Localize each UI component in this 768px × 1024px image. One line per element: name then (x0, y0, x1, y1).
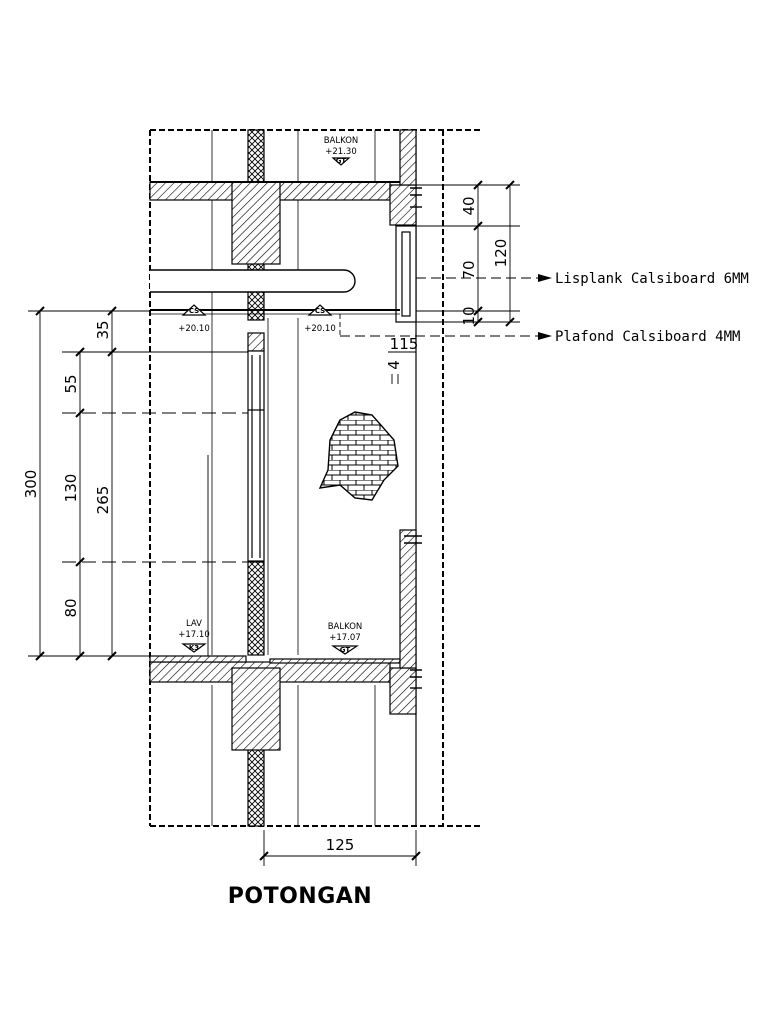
dim-70: 70 (460, 260, 478, 279)
dim-4: 4 (385, 360, 403, 370)
lav-elevation: +17.10 (178, 630, 209, 640)
pipe (150, 269, 356, 293)
ceiling-right-elevation: +20.10 (304, 324, 335, 334)
dimension-ticks-right (259, 180, 515, 861)
plafond-note: Plafond Calsiboard 4MM (555, 329, 740, 345)
balkon-top-label: BALKON (324, 136, 359, 146)
dim-115: 115 (390, 335, 419, 353)
lisplank-board (395, 225, 417, 323)
dim-10: 10 (460, 306, 478, 325)
lav-label: LAV (186, 619, 202, 629)
lower-slab (149, 655, 417, 751)
dim-35: 35 (94, 320, 112, 339)
dim-80: 80 (62, 598, 80, 617)
dim-300: 300 (22, 470, 40, 499)
balkon-bottom-tag: GT (340, 646, 351, 654)
balkon-top-tag: GT (336, 157, 347, 165)
ceiling-right-tag: CS (315, 307, 325, 315)
dimension-ticks-left (35, 306, 117, 661)
dimension-lines-left (28, 310, 341, 657)
drawing-title: POTONGAN (227, 884, 373, 909)
balkon-bottom-label: BALKON (328, 622, 363, 632)
balkon-bottom-elevation: +17.07 (329, 633, 360, 643)
dim-125: 125 (326, 836, 355, 854)
ceiling-left-elevation: +20.10 (178, 324, 209, 334)
lisplank-note: Lisplank Calsiboard 6MM (555, 271, 749, 287)
brick-symbol (318, 411, 399, 501)
right-wall-lower (399, 529, 417, 669)
balkon-top-elevation: +21.30 (325, 147, 356, 157)
outer-frame (149, 129, 480, 827)
dim-130: 130 (62, 474, 80, 503)
level-symbols (181, 157, 359, 655)
leader-arrows (538, 274, 552, 340)
dim-120: 120 (492, 239, 510, 268)
lav-tag: K3 (189, 644, 199, 652)
ceiling-left-tag: CS (189, 307, 199, 315)
central-wall (247, 129, 265, 827)
upper-slab (149, 181, 417, 265)
dim-265: 265 (94, 486, 112, 515)
dim-40: 40 (460, 196, 478, 215)
anchor-marks (404, 187, 422, 689)
dimension-lines-right (263, 184, 540, 866)
dim-55: 55 (62, 374, 80, 393)
right-wall-upper (399, 129, 417, 186)
